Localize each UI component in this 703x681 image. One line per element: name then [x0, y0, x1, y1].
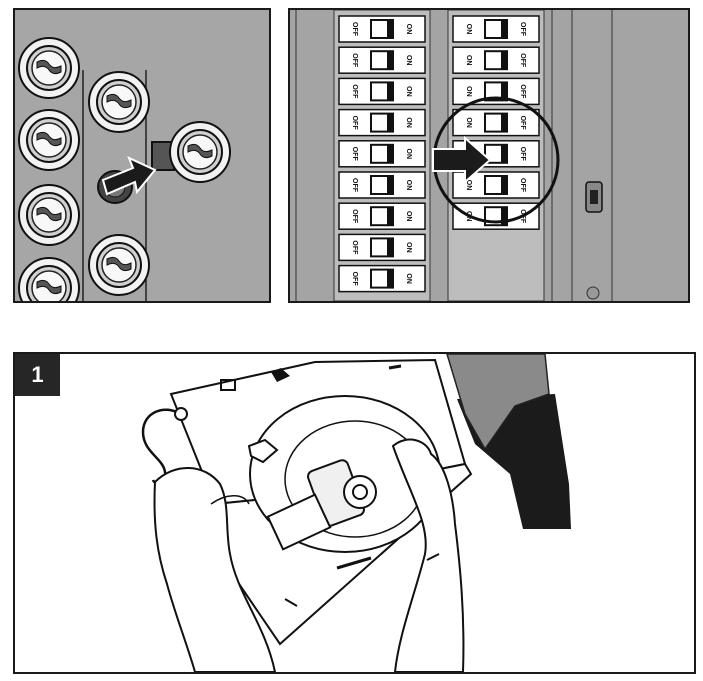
breaker-switch: OFF ON [338, 108, 426, 137]
breaker-label-right: ON [405, 242, 412, 253]
breaker-switch: OFF ON [338, 46, 426, 74]
breaker-switch: OFF ON [338, 233, 426, 262]
arrow-icon [432, 135, 492, 185]
breaker-label-right: ON [405, 180, 412, 191]
breaker-label-left: OFF [351, 22, 358, 37]
breaker-label-left: ON [465, 55, 472, 65]
breaker-label-left: ON [465, 24, 472, 35]
breaker-label-right: ON [405, 149, 412, 160]
right-hand [391, 438, 465, 672]
breaker-label-left: ON [465, 117, 472, 128]
breaker-label-left: OFF [351, 84, 358, 99]
breaker-label-right: OFF [519, 147, 526, 162]
breaker-switch: OFF ON [338, 15, 426, 43]
breaker-label-right: OFF [519, 53, 526, 68]
fuse-panel-illustration [13, 8, 271, 303]
fuse-icon [18, 109, 80, 171]
breaker-switch: OFF ON [338, 264, 426, 293]
breaker-column-left: OFF ON OFF ON OFF ON OFF ON OFF ON OFF ON OFF ON OFF ON… [338, 15, 426, 293]
breaker-label-left: OFF [351, 147, 358, 162]
breaker-switch: ON OFF [452, 77, 540, 106]
breaker-label-left: OFF [351, 53, 358, 68]
breaker-label-left: OFF [351, 240, 358, 255]
breaker-switch: OFF ON [338, 202, 426, 230]
breaker-label-right: OFF [519, 178, 526, 193]
wire-connector [247, 438, 279, 464]
breaker-label-right: ON [405, 211, 412, 222]
breaker-label-left: ON [465, 180, 472, 191]
installation-step-panel: 1 [13, 352, 696, 674]
breaker-switch: ON OFF [452, 15, 540, 43]
breaker-label-right: OFF [519, 22, 526, 37]
fuse-icon [88, 71, 150, 133]
breaker-label-right: OFF [519, 116, 526, 131]
arm-sleeve [446, 354, 550, 451]
breaker-label-left: OFF [351, 272, 358, 287]
installation-drawing [141, 354, 571, 672]
removed-fuse-icon [151, 121, 231, 183]
breaker-label-left: OFF [351, 209, 358, 224]
breaker-switch: OFF ON [338, 140, 426, 168]
breaker-label-right: ON [405, 86, 412, 97]
breaker-label-right: ON [405, 24, 412, 35]
breaker-switch: OFF ON [338, 77, 426, 106]
breaker-switch: OFF ON [338, 171, 426, 199]
breaker-label-left: ON [465, 86, 472, 97]
breaker-label-left: OFF [351, 178, 358, 193]
breaker-label-right: OFF [519, 84, 526, 99]
fuse-icon [18, 184, 80, 246]
fuse-box-drawing [15, 10, 269, 301]
breaker-switch: ON OFF [452, 46, 540, 74]
breaker-switch: ON OFF [452, 108, 540, 137]
breaker-label-left: OFF [351, 116, 358, 131]
fuse-icon [88, 234, 150, 296]
breaker-label-right: ON [405, 55, 412, 65]
breaker-label-right: ON [405, 273, 412, 284]
fuse-icon [18, 37, 80, 99]
arrow-icon [101, 156, 157, 196]
left-hand [153, 467, 277, 672]
step-number-badge: 1 [15, 354, 60, 396]
breaker-label-right: ON [405, 117, 412, 128]
